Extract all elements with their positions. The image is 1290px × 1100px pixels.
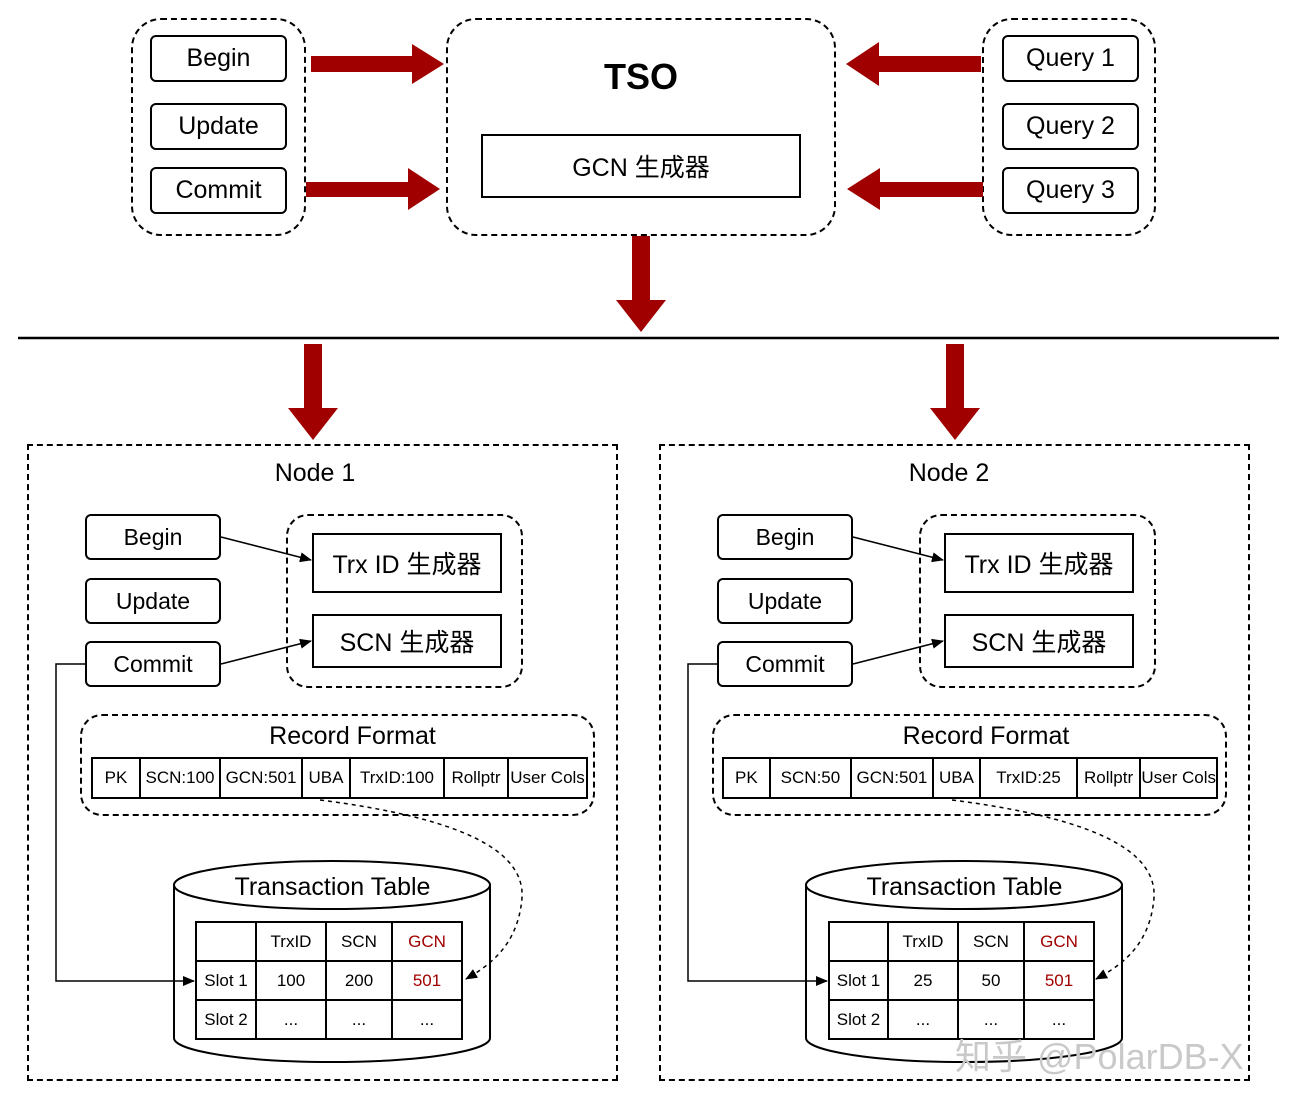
table-cell: ... bbox=[887, 999, 959, 1040]
record-field-rollptr: Rollptr bbox=[1078, 759, 1142, 797]
table-cell: 100 bbox=[255, 960, 327, 1001]
arrow-commit-to-tso bbox=[306, 168, 440, 210]
node-2-title: Node 2 bbox=[908, 459, 990, 487]
record-field-uba: UBA bbox=[934, 759, 982, 797]
table-header-row: TrxID SCN GCN bbox=[828, 921, 1095, 962]
arrow-to-node-2 bbox=[930, 344, 980, 440]
node-1-record-format: PK SCN:100 GCN:501 UBA TrxID:100 Rollptr… bbox=[91, 757, 588, 799]
node-2-container bbox=[659, 444, 1250, 1081]
query-1: Query 1 bbox=[1002, 35, 1139, 82]
watermark: 知乎 @PolarDB-X bbox=[955, 1036, 1244, 1077]
node-1-transaction-table: TrxID SCN GCN Slot 1 100 200 501 Slot 2 … bbox=[195, 921, 463, 1040]
record-field-pk: PK bbox=[724, 759, 771, 797]
node-1-local-generators bbox=[286, 514, 523, 688]
table-row: Slot 2 ... ... ... bbox=[195, 999, 463, 1040]
query-2: Query 2 bbox=[1002, 103, 1139, 150]
record-field-gcn: GCN:501 bbox=[221, 759, 303, 797]
table-cell: 501 bbox=[1023, 960, 1095, 1001]
node-2-op-update: Update bbox=[717, 578, 853, 624]
arrow-tso-down bbox=[616, 236, 666, 332]
tso-server bbox=[446, 18, 836, 236]
arrow-query3-to-tso bbox=[847, 168, 983, 210]
node-1-trx-id-generator: Trx ID 生成器 bbox=[312, 533, 502, 593]
table-header-row: TrxID SCN GCN bbox=[195, 921, 463, 962]
table-header-cell: GCN bbox=[391, 921, 463, 962]
tso-client-ops-group bbox=[131, 18, 306, 236]
table-row: Slot 1 25 50 501 bbox=[828, 960, 1095, 1001]
table-cell: ... bbox=[391, 999, 463, 1040]
node-2-scn-generator: SCN 生成器 bbox=[944, 614, 1134, 668]
record-field-pk: PK bbox=[93, 759, 141, 797]
tso-op-begin: Begin bbox=[150, 35, 287, 82]
arrow-to-node-1 bbox=[288, 344, 338, 440]
node-1-transaction-table-title: Transaction Table bbox=[234, 873, 431, 901]
node-2-record-format: PK SCN:50 GCN:501 UBA TrxID:25 Rollptr U… bbox=[722, 757, 1218, 799]
tso-title: TSO bbox=[603, 56, 678, 97]
record-field-gcn: GCN:501 bbox=[852, 759, 934, 797]
table-header-cell: SCN bbox=[957, 921, 1025, 962]
record-field-trxid: TrxID:25 bbox=[981, 759, 1078, 797]
node-2-transaction-table: TrxID SCN GCN Slot 1 25 50 501 Slot 2 ..… bbox=[828, 921, 1095, 1040]
node-2-op-begin: Begin bbox=[717, 514, 853, 560]
node-2-record-format-title: Record Format bbox=[902, 722, 1070, 750]
node-2-transaction-table-title: Transaction Table bbox=[866, 873, 1063, 901]
arrow-begin-to-tso bbox=[311, 44, 444, 84]
tso-queries-group bbox=[982, 18, 1156, 236]
record-field-scn: SCN:50 bbox=[771, 759, 853, 797]
table-cell: 501 bbox=[391, 960, 463, 1001]
node-2-op-commit: Commit bbox=[717, 641, 853, 687]
table-cell: 25 bbox=[887, 960, 959, 1001]
record-field-trxid: TrxID:100 bbox=[351, 759, 445, 797]
arrow-query1-to-tso bbox=[846, 42, 981, 86]
table-row: Slot 1 100 200 501 bbox=[195, 960, 463, 1001]
record-field-rollptr: Rollptr bbox=[445, 759, 509, 797]
query-3: Query 3 bbox=[1002, 167, 1139, 214]
table-cell: 200 bbox=[325, 960, 393, 1001]
table-header-cell bbox=[828, 921, 889, 962]
table-cell: 50 bbox=[957, 960, 1025, 1001]
tso-op-commit: Commit bbox=[150, 167, 287, 214]
table-header-cell: TrxID bbox=[255, 921, 327, 962]
node-1-scn-generator: SCN 生成器 bbox=[312, 614, 502, 668]
node-1-record-format-title: Record Format bbox=[269, 722, 436, 750]
table-cell: ... bbox=[255, 999, 327, 1040]
node-1-op-update: Update bbox=[85, 578, 221, 624]
node-1-container bbox=[27, 444, 618, 1081]
table-cell: Slot 2 bbox=[195, 999, 257, 1040]
record-field-scn: SCN:100 bbox=[141, 759, 221, 797]
node-2-trx-id-generator: Trx ID 生成器 bbox=[944, 533, 1134, 593]
table-cell: Slot 1 bbox=[828, 960, 889, 1001]
table-header-cell: TrxID bbox=[887, 921, 959, 962]
node-2-local-generators bbox=[919, 514, 1156, 688]
tso-op-update: Update bbox=[150, 103, 287, 150]
table-header-cell: GCN bbox=[1023, 921, 1095, 962]
table-cell: Slot 2 bbox=[828, 999, 889, 1040]
node-1-op-begin: Begin bbox=[85, 514, 221, 560]
gcn-generator: GCN 生成器 bbox=[481, 134, 801, 198]
table-cell: Slot 1 bbox=[195, 960, 257, 1001]
record-field-uba: UBA bbox=[303, 759, 351, 797]
table-header-cell bbox=[195, 921, 257, 962]
table-cell: ... bbox=[325, 999, 393, 1040]
record-field-user-cols: User Cols bbox=[510, 768, 585, 787]
node-1-title: Node 1 bbox=[274, 459, 356, 487]
table-header-cell: SCN bbox=[325, 921, 393, 962]
node-1-op-commit: Commit bbox=[85, 641, 221, 687]
record-field-user-cols: User Cols bbox=[1141, 768, 1216, 787]
